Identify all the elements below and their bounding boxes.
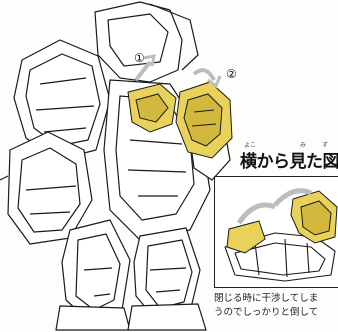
caption-line-2: うのでしっかりと倒して <box>214 307 319 318</box>
side-view-illustration <box>224 188 338 282</box>
side-view-heading: 横から見た図 <box>240 152 338 171</box>
ruby-mi: み <box>300 142 307 149</box>
side-view-inset <box>214 176 338 288</box>
step-1-label: ① <box>134 51 145 65</box>
ruby-zu: ず <box>322 142 329 149</box>
caption: 閉じる時に干渉してしま うのでしっかりと倒して <box>214 292 338 320</box>
highlighted-part-left <box>127 83 177 133</box>
caption-line-1: 閉じる時に干渉してしま <box>214 293 319 304</box>
step-2-label: ② <box>226 67 237 81</box>
step-2-arrow <box>192 68 222 89</box>
inset-arrows <box>236 188 313 225</box>
inset-yellow-left <box>226 220 266 254</box>
highlighted-part-right <box>175 81 233 159</box>
ruby-yoko: よこ <box>244 142 257 149</box>
step-1-arrow <box>134 54 156 82</box>
